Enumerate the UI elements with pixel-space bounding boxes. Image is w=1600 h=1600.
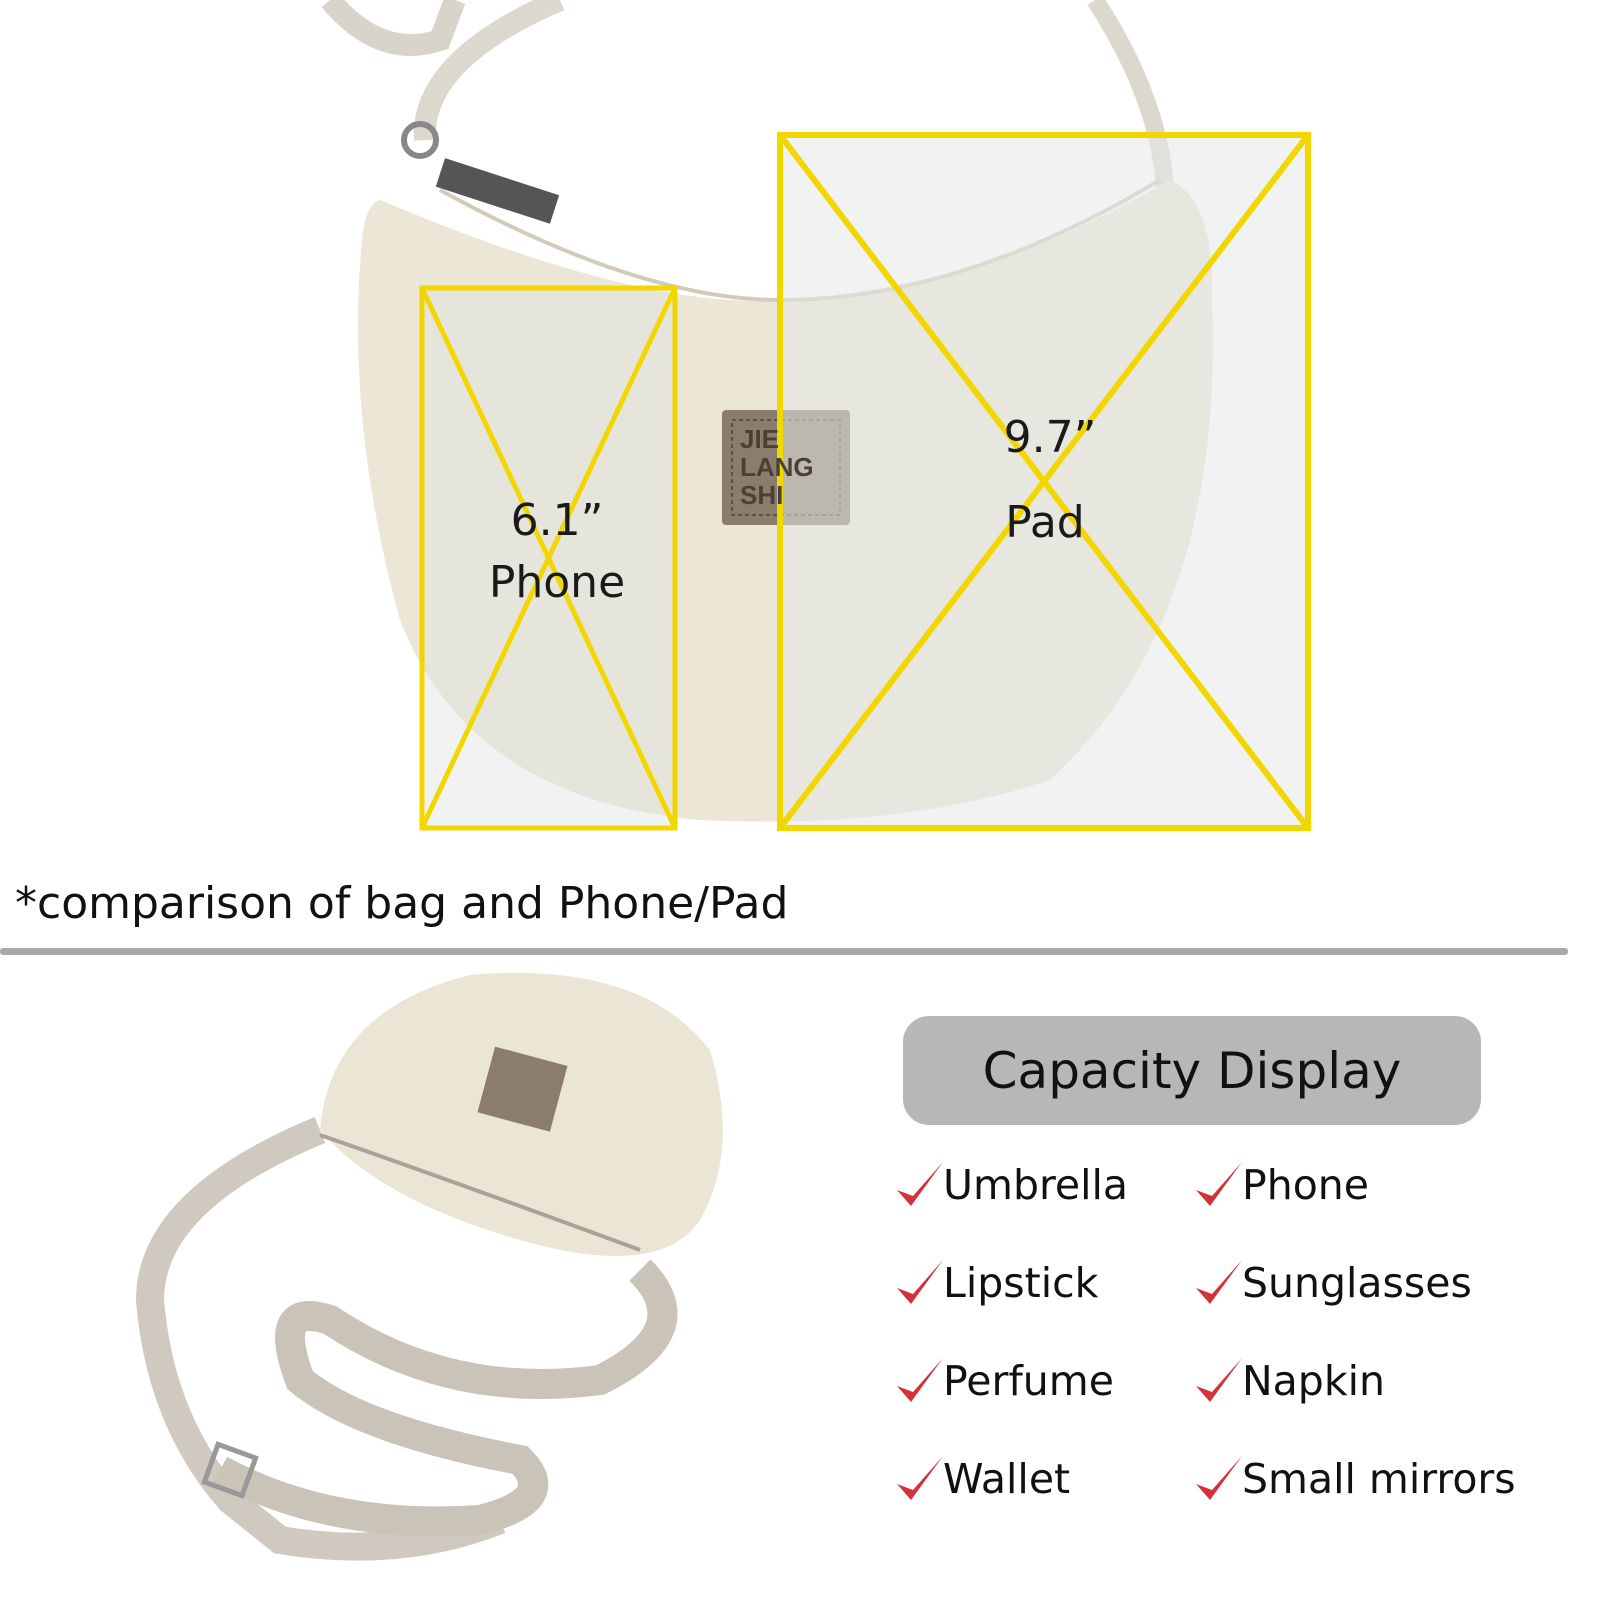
capacity-item: Small mirrors <box>1192 1449 1516 1509</box>
capacity-item: Lipstick <box>893 1253 1098 1313</box>
section-divider <box>0 948 1568 955</box>
checkmark-icon <box>897 1358 943 1402</box>
capacity-item: Napkin <box>1192 1351 1385 1411</box>
svg-text:SHI: SHI <box>740 480 783 510</box>
bag-product-photo <box>135 972 723 1561</box>
checkmark-icon <box>897 1260 943 1304</box>
brand-patch: JIE LANG SHI <box>740 424 814 510</box>
bag-comparison-illustration: JIE LANG SHI <box>321 0 1311 831</box>
capacity-item-label: Small mirrors <box>1242 1455 1516 1503</box>
capacity-item: Sunglasses <box>1192 1253 1472 1313</box>
capacity-item: Phone <box>1192 1155 1369 1215</box>
pad-size-label: 9.7” <box>1003 412 1097 463</box>
checkmark-icon <box>1196 1260 1242 1304</box>
pad-outline <box>777 132 1311 831</box>
capacity-item-label: Lipstick <box>943 1259 1099 1307</box>
checkmark-icon <box>1196 1162 1242 1206</box>
svg-text:JIE: JIE <box>740 424 779 454</box>
capacity-item-label: Wallet <box>943 1455 1071 1503</box>
capacity-item-label: Napkin <box>1242 1357 1385 1405</box>
phone-size-label: 6.1” <box>510 495 604 546</box>
phone-label: Phone <box>488 557 626 608</box>
checkmark-icon <box>1196 1358 1242 1402</box>
checkmark-icon <box>897 1162 943 1206</box>
capacity-item-label: Sunglasses <box>1242 1259 1472 1307</box>
capacity-item-label: Perfume <box>943 1357 1114 1405</box>
phone-outline <box>419 285 678 831</box>
checkmark-icon <box>897 1456 943 1500</box>
svg-text:LANG: LANG <box>740 452 814 482</box>
capacity-item: Perfume <box>893 1351 1114 1411</box>
capacity-item-label: Umbrella <box>943 1161 1129 1209</box>
capacity-display-header: Capacity Display <box>903 1016 1481 1125</box>
checkmark-icon <box>1196 1456 1242 1500</box>
capacity-item: Wallet <box>893 1449 1070 1509</box>
comparison-caption: *comparison of bag and Phone/Pad <box>15 878 789 929</box>
capacity-item-label: Phone <box>1242 1161 1370 1209</box>
capacity-item: Umbrella <box>893 1155 1128 1215</box>
pad-label: Pad <box>1005 497 1085 548</box>
